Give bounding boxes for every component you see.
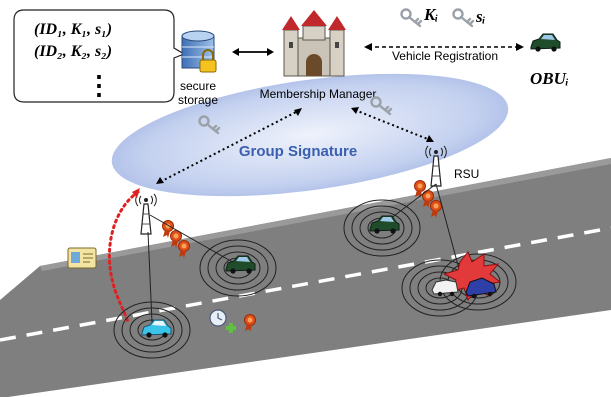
registration-label: Vehicle Registration — [392, 49, 498, 63]
rsu-label: RSU — [454, 167, 479, 181]
tuple-row-2: (ID₂, K₂, s₂) — [34, 43, 112, 60]
key-label: Kᵢ — [423, 5, 438, 24]
database-lock-icon — [181, 30, 217, 73]
red-dotted-curve — [107, 190, 140, 324]
tuple-row-1: (ID₁, K₁, s₁) — [34, 21, 112, 38]
tower-vehicle-links — [147, 183, 463, 323]
clock-plus-icon — [209, 309, 236, 333]
obu-label: OBUᵢ — [530, 69, 569, 88]
storage-label-line1: secure — [180, 79, 216, 93]
castle-icon — [282, 10, 346, 77]
id-card-icon — [67, 247, 97, 269]
group-signature-label: Group Signature — [239, 143, 357, 160]
crashed-vehicles — [431, 277, 497, 299]
vehicle-icon — [530, 33, 561, 53]
key-icon — [400, 8, 423, 28]
road — [0, 158, 611, 397]
manager-label: Membership Manager — [260, 87, 377, 101]
manager-rsu-links — [156, 107, 434, 184]
storage-label-line2: storage — [178, 93, 218, 107]
key-icon — [452, 8, 475, 28]
group-signature-region: Group Signature — [111, 73, 509, 197]
tuple-ellipsis: ⋮ — [86, 70, 112, 100]
registration-arrow — [364, 43, 524, 51]
tuple-bubble: (ID₁, K₁, s₁) (ID₂, K₂, s₂) ⋮ — [13, 9, 186, 103]
secret-label: sᵢ — [475, 7, 486, 26]
storage-manager-arrow — [232, 48, 274, 56]
radio-tower-icon — [135, 193, 157, 235]
